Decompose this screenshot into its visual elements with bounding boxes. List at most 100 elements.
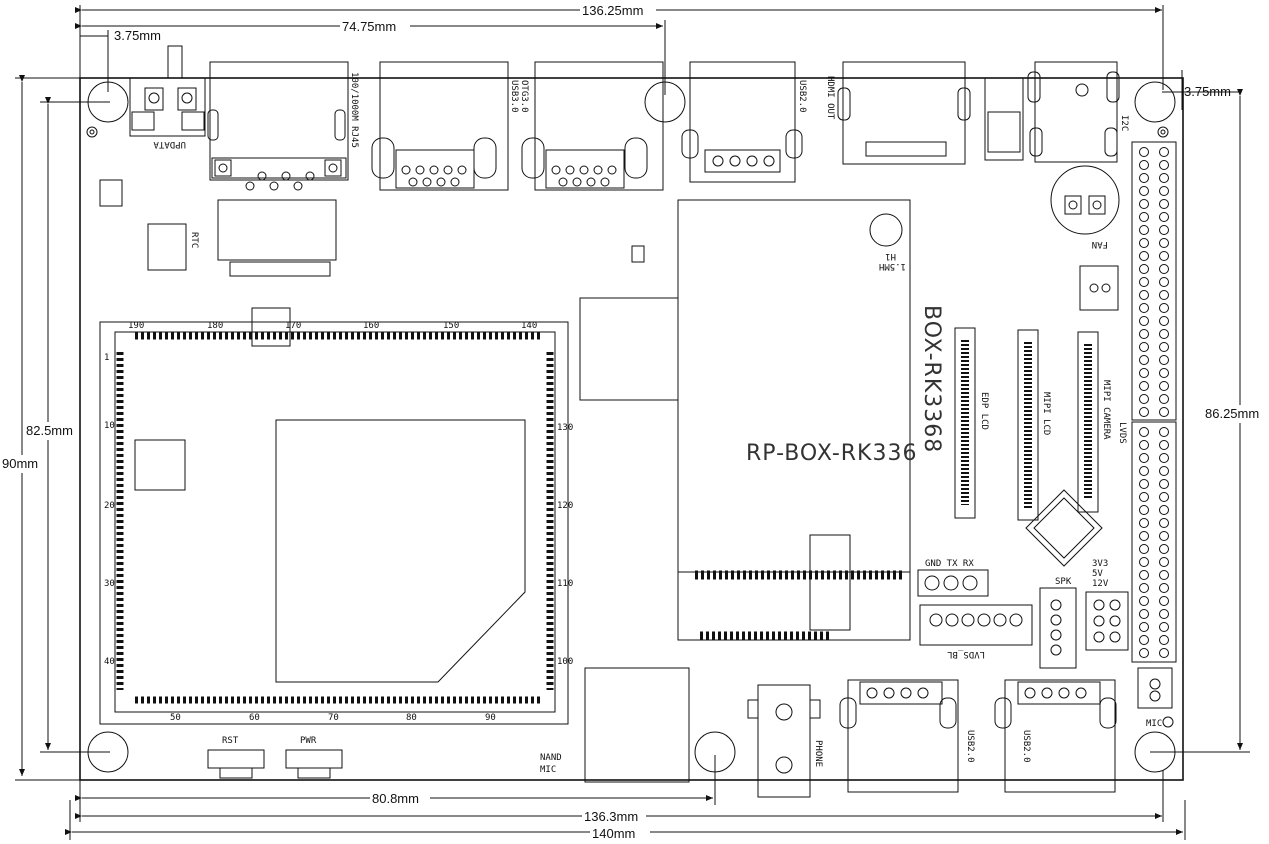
dim-overall-height: 90mm — [2, 456, 38, 471]
dim-top-span: 136.25mm — [582, 3, 643, 18]
right-headers — [1131, 141, 1177, 663]
dim-right-span: 86.25mm — [1205, 406, 1259, 421]
mipi-camera-label: MIPI CAMERA — [1101, 380, 1111, 440]
header-pin — [1159, 505, 1169, 515]
svg-text:90: 90 — [485, 713, 496, 723]
header-pin — [1139, 557, 1149, 567]
fan-label: FAN — [1092, 239, 1108, 249]
i2c-label: I2C — [1119, 115, 1129, 131]
updata-connector: UPDATA — [129, 45, 206, 149]
header-pin — [1139, 492, 1149, 502]
pwr-button: PWR — [285, 736, 343, 779]
header-pin — [1139, 199, 1149, 209]
dim-overall-width: 140mm — [592, 826, 635, 841]
header-pin — [1139, 635, 1149, 645]
header-pin — [1159, 622, 1169, 632]
header-pin — [1159, 596, 1169, 606]
header-pin — [1159, 544, 1169, 554]
header-pin — [1139, 453, 1149, 463]
board-name: RP-BOX-RK336 — [746, 441, 917, 466]
lvds-bl-label: LVDS_BL — [947, 649, 985, 659]
usb20-bottom-2-label: USB2.0 — [1021, 730, 1031, 763]
header-pin — [1139, 264, 1149, 274]
misc-chips — [99, 179, 679, 491]
mic2-label: MIC — [540, 765, 556, 775]
header-pin — [1159, 466, 1169, 476]
svg-text:20: 20 — [104, 501, 115, 511]
header-pin — [1139, 277, 1149, 287]
header-pin — [1159, 251, 1169, 261]
usb20-top-connector: USB2.0 — [681, 61, 807, 183]
usb30-connector: USB3.0 — [371, 61, 519, 191]
header-pin — [1159, 427, 1169, 437]
fan-connector: FAN — [1050, 165, 1120, 311]
header-pin — [1159, 479, 1169, 489]
dim-hole-right: 3.75mm — [1184, 84, 1231, 99]
header-pin — [1159, 316, 1169, 326]
module-pin-numbers: 190 180 170 160 150 140 1 10 20 30 40 50… — [104, 321, 573, 723]
header-pin — [1139, 368, 1149, 378]
svg-text:100: 100 — [557, 657, 573, 667]
rail-5v: 5V — [1092, 569, 1103, 579]
header-pin — [1139, 648, 1149, 658]
header-pins — [1139, 147, 1169, 658]
svg-text:RST: RST — [222, 736, 239, 746]
header-pin — [1159, 355, 1169, 365]
mipi-lcd-label: MIPI LCD — [1041, 392, 1051, 435]
header-pin — [1139, 518, 1149, 528]
header-pin — [1139, 479, 1149, 489]
soc-area: H1 1.5MH RP-BOX-RK336 BOX-RK3368 — [677, 199, 944, 641]
svg-text:130: 130 — [557, 423, 573, 433]
header-pin — [1139, 147, 1149, 157]
dim-bottom-span: 136.3mm — [584, 809, 638, 824]
rail-12v: 12V — [1092, 579, 1109, 589]
header-pin — [1159, 648, 1169, 658]
header-pin — [1159, 518, 1169, 528]
header-pin — [1139, 238, 1149, 248]
usb30-label: USB3.0 — [509, 80, 519, 113]
header-pin — [1139, 173, 1149, 183]
header-pin — [1159, 225, 1169, 235]
svg-text:160: 160 — [363, 321, 379, 331]
h1-value: 1.5MH — [879, 261, 906, 271]
header-pin — [1159, 440, 1169, 450]
uart-connector: GND TX RX — [917, 559, 989, 597]
svg-text:110: 110 — [557, 579, 573, 589]
usb20-top-label: USB2.0 — [797, 80, 807, 113]
header-pin — [1139, 381, 1149, 391]
header-pin — [1159, 368, 1169, 378]
header-pin — [1159, 381, 1169, 391]
header-pin — [1159, 199, 1169, 209]
svg-text:40: 40 — [104, 657, 115, 667]
svg-text:180: 180 — [207, 321, 223, 331]
header-pin — [1139, 303, 1149, 313]
header-pin — [1139, 407, 1149, 417]
header-pin — [1159, 147, 1169, 157]
header-pin — [1159, 407, 1169, 417]
usb20-bottom-1-label: USB2.0 — [965, 730, 975, 763]
header-pin — [1159, 238, 1169, 248]
header-pin — [1159, 635, 1169, 645]
otg30-connector: OTG3.0 — [519, 61, 664, 191]
mounting-holes — [86, 81, 1176, 773]
header-pin — [1139, 212, 1149, 222]
header-pin — [1139, 427, 1149, 437]
header-pin — [1159, 609, 1169, 619]
header-pin — [1159, 342, 1169, 352]
dim-mid-top: 74.75mm — [342, 19, 396, 34]
mic-label: MIC — [1146, 719, 1162, 729]
header-pin — [1139, 609, 1149, 619]
header-pin — [1159, 557, 1169, 567]
header-pin — [1159, 531, 1169, 541]
header-pin — [1159, 173, 1169, 183]
header-pin — [1159, 329, 1169, 339]
usb20-bottom-connectors: USB2.0 USB2.0 — [839, 679, 1117, 793]
header-pin — [1159, 453, 1169, 463]
header-pin — [1139, 186, 1149, 196]
hdmi-connector: HDMI OUT — [825, 61, 971, 165]
phone-jack: PHONE — [747, 684, 823, 798]
header-pin — [1159, 583, 1169, 593]
header-pin — [1159, 160, 1169, 170]
svg-text:60: 60 — [249, 713, 260, 723]
header-pin — [1139, 596, 1149, 606]
